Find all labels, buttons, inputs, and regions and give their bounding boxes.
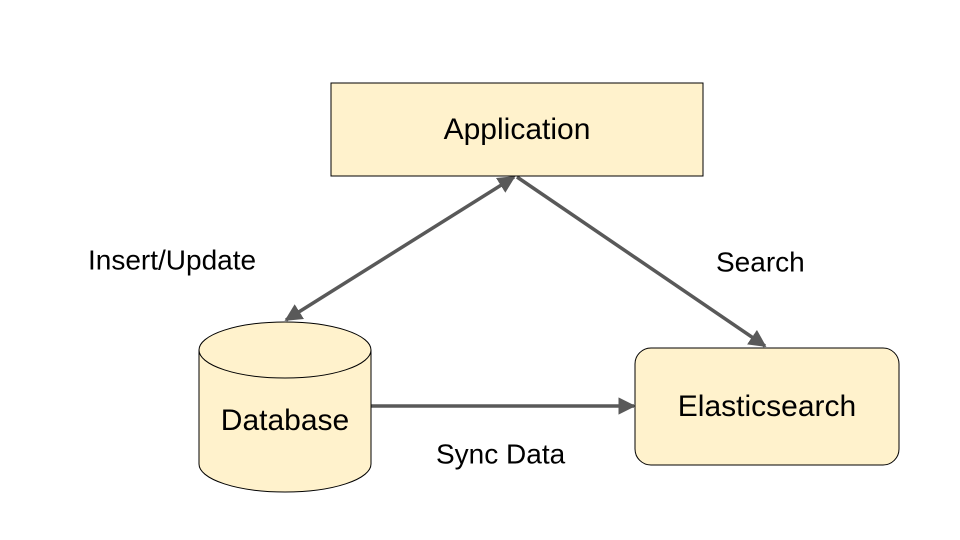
elasticsearch-label: Elasticsearch [678,390,856,423]
database-label: Database [221,404,349,437]
application-box [330,82,704,177]
insert-update-label: Insert/Update [88,244,256,275]
database-cylinder-body [198,321,372,493]
node-application[interactable]: Application [330,82,704,177]
edge-search [516,175,767,348]
sync-data-label: Sync Data [436,438,566,469]
application-label: Application [444,113,591,146]
edge-insert-update [284,175,516,322]
node-database[interactable]: Database [198,321,372,493]
database-cylinder-rim [198,349,372,379]
node-elasticsearch[interactable]: Elasticsearch [634,347,900,466]
elasticsearch-box [634,347,900,466]
search-label: Search [716,246,805,277]
